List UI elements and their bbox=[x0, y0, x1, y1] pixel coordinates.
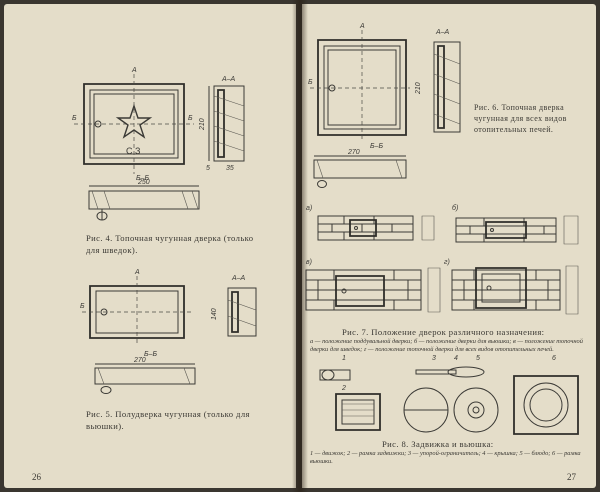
fig7-caption: Рис. 7. Положение дверок различного назн… bbox=[342, 327, 545, 337]
fig4-dim-5: 5 bbox=[206, 165, 210, 172]
fig8-legend: 1 — движок; 2 — рамка задвижки; 3 — упор… bbox=[310, 450, 581, 465]
fig4-caption: Рис. 4. Топочная чугунная дверка (только… bbox=[86, 233, 254, 255]
fig8-label-3: 3 bbox=[432, 355, 436, 362]
fig7-label-a: а) bbox=[306, 205, 312, 212]
fig4-mark-a: А bbox=[131, 67, 137, 74]
left-page: А Б Б С З А–А 210 35 5 Б–Б 250 Рис. 4. Т… bbox=[4, 4, 296, 488]
fig5-section-aa: А–А 140 bbox=[211, 275, 266, 346]
fig4-section-aa: А–А 210 35 5 bbox=[199, 76, 254, 172]
fig7-wall-c bbox=[306, 268, 440, 312]
fig6-section-aa-label: А–А bbox=[435, 29, 450, 36]
fig8-label-4: 4 bbox=[454, 355, 458, 362]
fig4-mark-b-right: Б bbox=[188, 115, 193, 122]
fig5-section-bb-label: Б–Б bbox=[144, 351, 157, 358]
book-gutter bbox=[292, 0, 308, 492]
left-page-number: 26 bbox=[32, 472, 41, 482]
fig7-label-d: г) bbox=[444, 259, 450, 266]
fig5-dim-270: 270 bbox=[133, 357, 146, 364]
fig8-drawings: 1 2 3 4 5 6 bbox=[306, 355, 592, 436]
fig6-dim-270: 270 bbox=[347, 149, 360, 156]
fig4-section-bb: Б–Б 250 bbox=[84, 175, 204, 226]
fig5-section-bb: Б–Б 270 bbox=[90, 351, 200, 397]
fig6-front-view: А Б bbox=[308, 23, 410, 140]
fig7-wall-b bbox=[456, 216, 578, 244]
fig8-label-5: 5 bbox=[476, 355, 480, 362]
fig5-front-view: А Б bbox=[80, 269, 192, 346]
fig8-label-2: 2 bbox=[341, 385, 346, 392]
fig5-dim-140: 140 bbox=[211, 308, 218, 320]
fig4-section-bb-label: Б–Б bbox=[136, 175, 149, 182]
fig7-label-b: б) bbox=[452, 204, 458, 212]
fig8-caption: Рис. 8. Задвижка и вьюшка: bbox=[382, 439, 494, 449]
fig4-section-aa-label: А–А bbox=[221, 76, 236, 83]
fig7-legend: а — положение поддувальной дверки; б — п… bbox=[310, 338, 583, 353]
fig8-label-1: 1 bbox=[342, 355, 346, 362]
fig4-mark-b-left: Б bbox=[72, 115, 77, 122]
fig7-wall-a bbox=[318, 216, 434, 240]
fig4-stamp-text: С З bbox=[126, 146, 140, 156]
fig6-mark-b: Б bbox=[308, 79, 313, 86]
fig5-section-aa-label: А–А bbox=[231, 275, 246, 282]
fig6-dim-210: 210 bbox=[415, 82, 422, 95]
fig4-dim-210: 210 bbox=[199, 118, 206, 131]
fig7-label-c: в) bbox=[306, 259, 312, 266]
fig5-caption: Рис. 5. Полудверка чугунная (только для … bbox=[86, 409, 250, 431]
fig6-section-aa: А–А 210 bbox=[415, 29, 472, 140]
fig6-section-bb: Б–Б 270 bbox=[310, 143, 410, 194]
fig6-caption: Рис. 6. Топочная дверка чугунная для все… bbox=[474, 103, 567, 134]
fig4-dim-35: 35 bbox=[226, 165, 234, 172]
right-page-number: 27 bbox=[567, 472, 576, 482]
right-page: А Б А–А 210 Рис. 6. Топочная дверка чугу… bbox=[302, 4, 596, 488]
fig8-label-6: 6 bbox=[552, 355, 556, 362]
fig4-front-view: А Б Б С З bbox=[72, 67, 194, 174]
fig7-drawings: а) б) в) bbox=[304, 204, 594, 326]
fig5-mark-b: Б bbox=[80, 303, 85, 310]
fig5-mark-a: А bbox=[134, 269, 140, 276]
fig4-dim-250: 250 bbox=[137, 179, 150, 186]
fig6-section-bb-label: Б–Б bbox=[370, 143, 383, 150]
fig7-wall-d bbox=[452, 266, 578, 314]
fig6-mark-a: А bbox=[359, 23, 365, 30]
